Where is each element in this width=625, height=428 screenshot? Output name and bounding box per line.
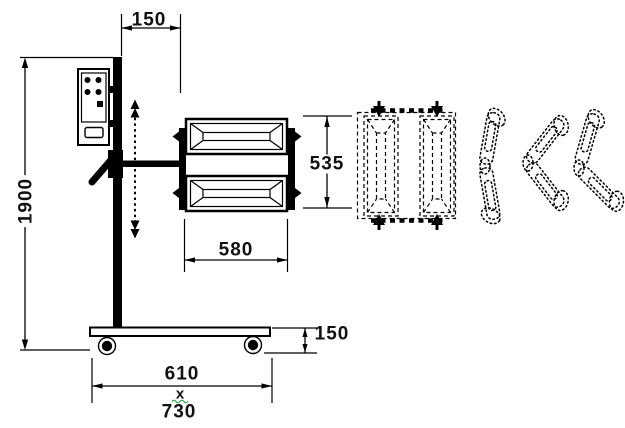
dim-label-overall-height: 1900 (16, 174, 37, 228)
stand-pole (113, 57, 122, 328)
knob-icon (172, 188, 179, 198)
knob-icon (295, 188, 302, 198)
tilt-sketch-3 (573, 108, 625, 212)
base-trolley (89, 326, 271, 356)
knob-icon (431, 106, 443, 117)
dim-label-base-width: 610 (164, 363, 200, 385)
support-arm (122, 160, 182, 167)
panel-switch-icon (97, 101, 103, 107)
base-width-dimension (91, 358, 273, 404)
dim-label-base-height: 150 (314, 323, 350, 345)
panel-display (84, 126, 104, 139)
wheel-right (243, 335, 263, 355)
dim-label-lamp-height: 535 (306, 154, 348, 174)
wheel-left (97, 336, 117, 356)
vertical-travel-arrow (130, 99, 140, 239)
dim-label-lamp-width: 580 (218, 239, 254, 261)
clamp-handle (88, 150, 123, 186)
lamp-width-dimension (183, 219, 289, 272)
tilt-sketch-1 (479, 107, 506, 225)
lamp-cassette-top (184, 117, 289, 156)
lamp-unit-rotated-dashed (356, 101, 457, 230)
panel-button-icon (84, 77, 91, 83)
tilt-sketch-2 (522, 114, 570, 212)
dim-label-base-depth: 730 (161, 401, 197, 423)
knob-icon (373, 214, 385, 225)
knob-icon (295, 131, 302, 142)
panel-button-icon (84, 89, 91, 95)
base-height-dimension (264, 327, 317, 354)
knob-icon (373, 106, 385, 117)
lamp-cassette-bottom (184, 174, 289, 213)
top-offset-dimension (120, 14, 182, 93)
knob-icon (431, 214, 443, 225)
control-panel (77, 68, 114, 146)
panel-button-icon (95, 77, 102, 83)
dim-label-multiply: x (175, 385, 185, 403)
dim-label-top-offset: 150 (131, 9, 167, 31)
spellcheck-squiggle (171, 399, 189, 404)
knob-icon (172, 131, 179, 142)
panel-button-icon (95, 89, 102, 95)
lamp-frame (172, 128, 302, 210)
